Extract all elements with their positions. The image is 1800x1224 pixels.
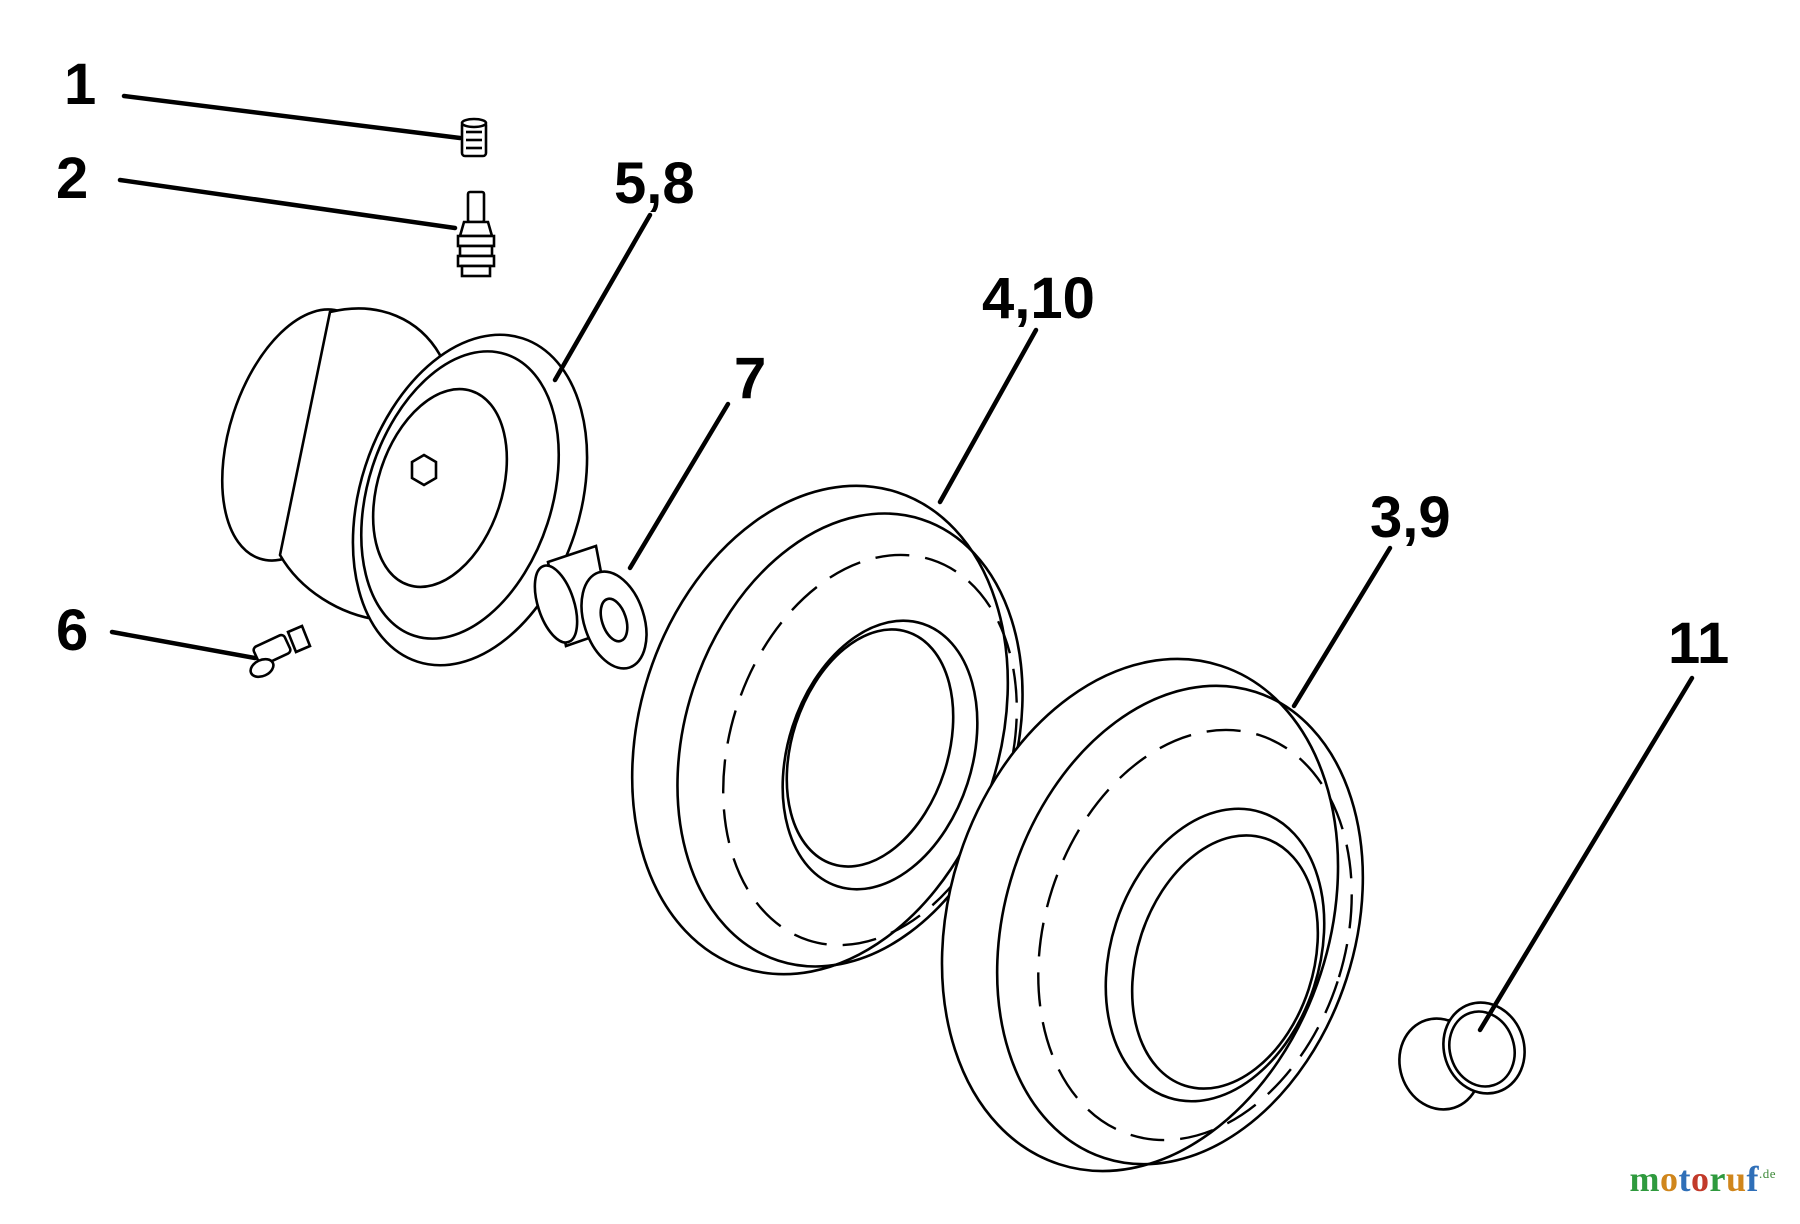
watermark-letter: u bbox=[1725, 1159, 1747, 1199]
callout-2: 2 bbox=[56, 146, 88, 211]
watermark-letter: o bbox=[1659, 1159, 1679, 1199]
leader-line-11 bbox=[1477, 675, 1695, 1033]
callout-5-8: 5,8 bbox=[614, 151, 695, 216]
callout-1: 1 bbox=[64, 52, 96, 117]
watermark-letter: r bbox=[1709, 1159, 1726, 1199]
watermark-logo: motoruf.de bbox=[1629, 1158, 1776, 1200]
watermark-letter: m bbox=[1629, 1159, 1660, 1199]
watermark-letter: o bbox=[1690, 1159, 1710, 1199]
spacer-part bbox=[1398, 1001, 1526, 1111]
watermark-letter: f bbox=[1746, 1159, 1759, 1199]
watermark-text: motoruf bbox=[1629, 1159, 1759, 1199]
callout-3-9: 3,9 bbox=[1370, 485, 1451, 550]
leader-line-6 bbox=[109, 629, 258, 661]
callout-7: 7 bbox=[734, 346, 766, 411]
leader-line-7 bbox=[627, 401, 731, 571]
valve-cap-part bbox=[460, 117, 488, 158]
callout-4-10: 4,10 bbox=[982, 266, 1095, 331]
wheel-rim-part bbox=[220, 307, 589, 667]
leader-line-4-10 bbox=[937, 327, 1039, 505]
rear-tire-part bbox=[940, 657, 1365, 1173]
leader-line-2 bbox=[117, 177, 458, 231]
watermark-suffix: .de bbox=[1758, 1166, 1776, 1181]
bushing-part bbox=[533, 544, 648, 670]
watermark-letter: t bbox=[1678, 1159, 1691, 1199]
leader-line-5-8 bbox=[552, 212, 653, 383]
valve-stem-part bbox=[456, 190, 496, 278]
grease-fitting-part bbox=[249, 624, 312, 679]
callout-11: 11 bbox=[1668, 611, 1729, 676]
leader-line-3-9 bbox=[1291, 545, 1393, 709]
leader-line-1 bbox=[121, 93, 463, 141]
callout-6: 6 bbox=[56, 598, 88, 663]
